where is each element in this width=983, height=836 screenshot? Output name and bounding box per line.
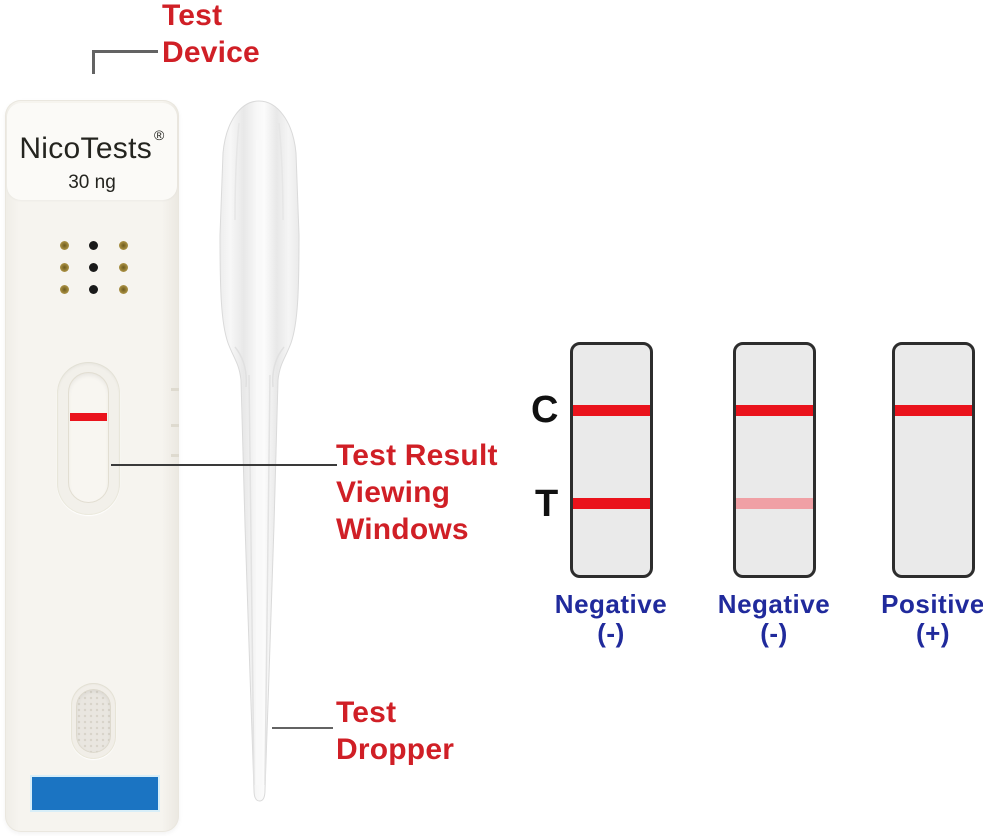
result-symbol: (-) bbox=[760, 618, 788, 648]
edge-notch bbox=[171, 388, 179, 391]
control-line-label: C bbox=[531, 389, 559, 431]
control-line-in-window bbox=[70, 413, 107, 421]
result-word: Negative bbox=[717, 589, 831, 619]
viewing-windows-callout-line1: Test Result bbox=[336, 439, 498, 472]
result-symbol: (-) bbox=[597, 618, 625, 648]
dot-gold bbox=[118, 284, 128, 294]
pipette-bulb-ribs bbox=[234, 122, 284, 221]
viewing-windows-callout: Test Result Viewing Windows bbox=[336, 437, 498, 548]
test-dropper-callout-line1: Test bbox=[336, 696, 397, 729]
viewing-window-pointer-line bbox=[111, 464, 337, 466]
dot-gold bbox=[118, 262, 128, 272]
result-caption-negative-2: Negative (-) bbox=[709, 590, 839, 648]
result-viewing-window bbox=[68, 372, 109, 503]
dot-gold bbox=[60, 284, 70, 294]
blue-band bbox=[32, 777, 158, 810]
result-word: Positive bbox=[881, 589, 983, 619]
test-line bbox=[573, 498, 650, 509]
test-line-faint bbox=[736, 498, 813, 509]
test-dropper-callout: Test Dropper bbox=[336, 694, 454, 768]
strength-label: 30 ng bbox=[68, 172, 116, 193]
test-device-pointer-elbow bbox=[92, 50, 95, 74]
test-dropper-pipette bbox=[219, 100, 300, 802]
test-cassette: NicoTests® 30 ng bbox=[5, 100, 179, 832]
brand-text: NicoTests bbox=[19, 132, 153, 165]
result-symbol: (+) bbox=[916, 618, 950, 648]
result-window-recess bbox=[57, 362, 120, 515]
dropper-pointer-line bbox=[272, 727, 333, 729]
result-caption-positive: Positive (+) bbox=[868, 590, 983, 648]
control-line bbox=[573, 405, 650, 416]
test-dropper-callout-line2: Dropper bbox=[336, 733, 455, 766]
sample-well bbox=[76, 689, 111, 753]
strip-negative-strong bbox=[570, 342, 653, 578]
test-device-callout-line2: Device bbox=[162, 36, 260, 69]
dot-black bbox=[89, 262, 99, 272]
viewing-windows-callout-line3: Windows bbox=[336, 513, 469, 546]
indicator-dots bbox=[50, 234, 138, 300]
control-line bbox=[736, 405, 813, 416]
registered-trademark: ® bbox=[154, 127, 165, 143]
dot-black bbox=[89, 284, 99, 294]
dot-gold bbox=[60, 240, 70, 250]
control-line bbox=[895, 405, 972, 416]
sample-well-rim bbox=[71, 683, 116, 759]
dot-gold bbox=[60, 262, 70, 272]
test-device-callout: Test Device bbox=[162, 0, 260, 71]
edge-notch bbox=[171, 424, 179, 427]
strip-positive bbox=[892, 342, 975, 578]
brand-sticker: NicoTests® 30 ng bbox=[7, 103, 177, 200]
brand-name: NicoTests® bbox=[7, 127, 177, 166]
pipette-rib-lines bbox=[248, 374, 271, 786]
test-line-label: T bbox=[535, 483, 559, 525]
dot-black bbox=[89, 240, 99, 250]
strip-negative-faint bbox=[733, 342, 816, 578]
result-word: Negative bbox=[554, 589, 668, 619]
pipette-neck-folds bbox=[234, 346, 285, 388]
dot-gold bbox=[118, 240, 128, 250]
test-device-pointer-line bbox=[92, 50, 158, 53]
viewing-windows-callout-line2: Viewing bbox=[336, 476, 451, 509]
result-caption-negative-1: Negative (-) bbox=[546, 590, 676, 648]
test-device-callout-line1: Test bbox=[162, 0, 223, 32]
edge-notch bbox=[171, 454, 179, 457]
